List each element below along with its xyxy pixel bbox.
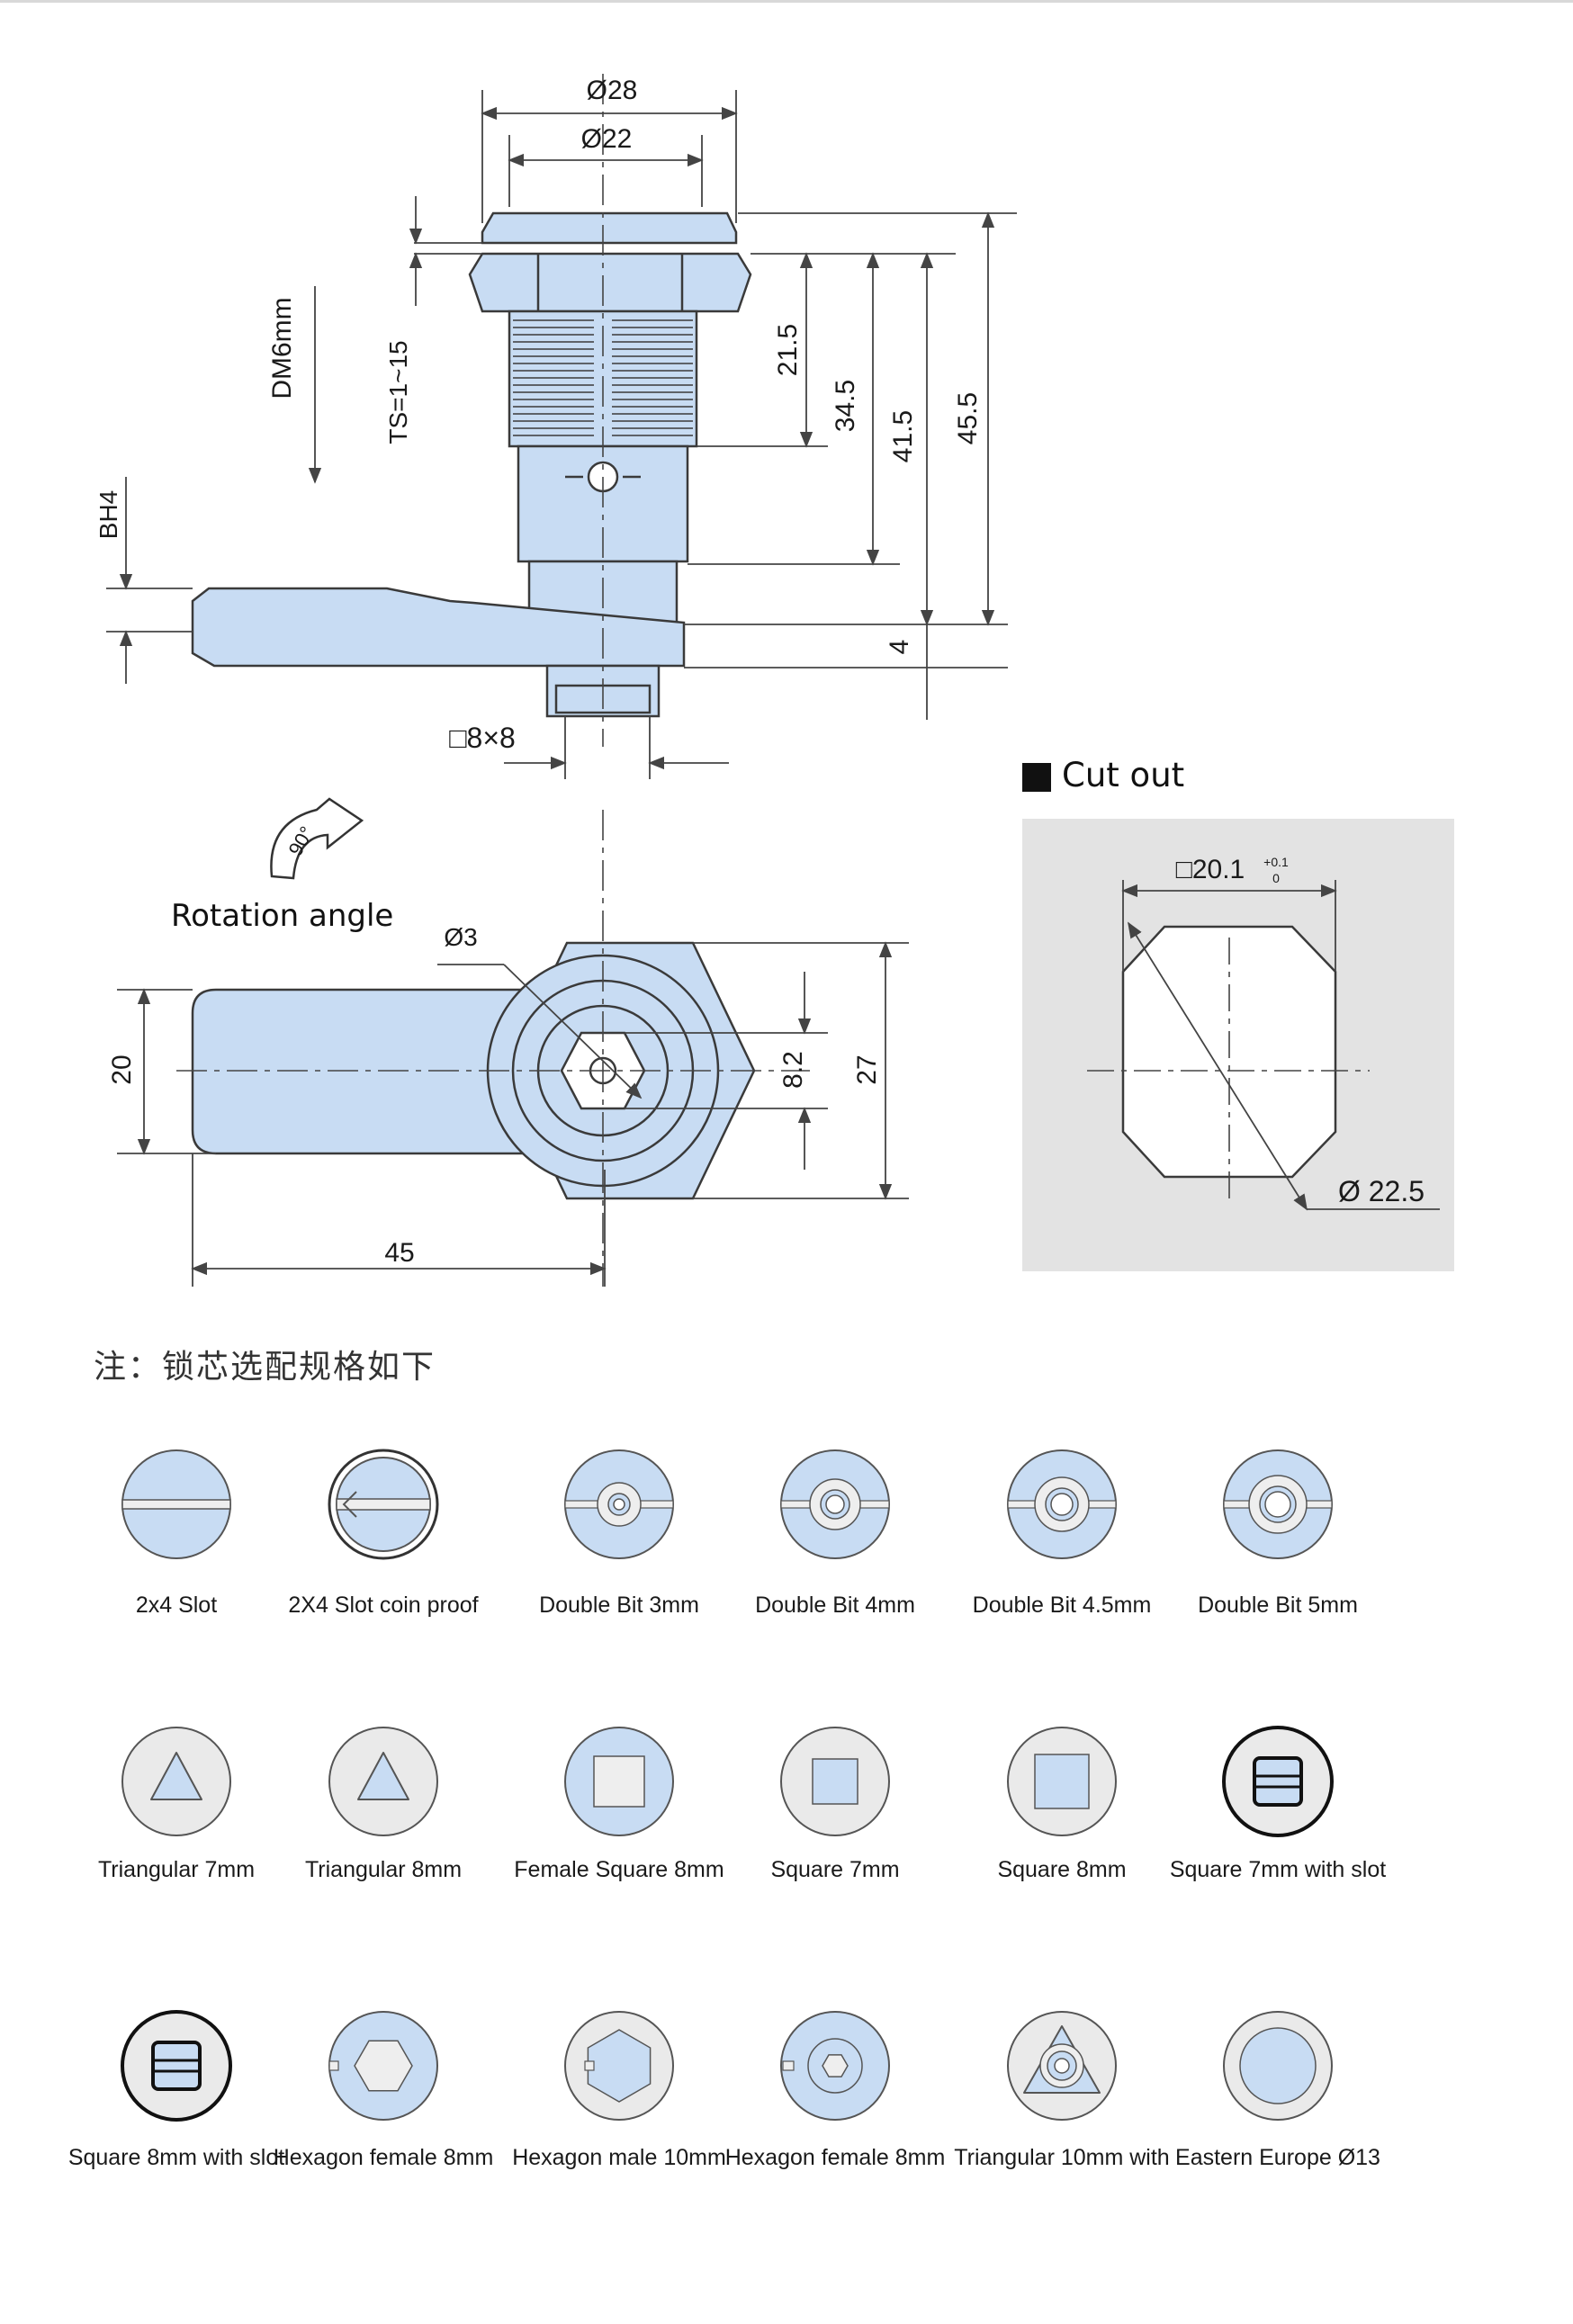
key-option-label: 2X4 Slot coin proof: [288, 1593, 479, 1618]
key-option-label: Hexagon male 10mm: [512, 2145, 726, 2170]
hexagon-female-icon: [328, 2011, 438, 2121]
cutout-tol-down: 0: [1272, 871, 1280, 885]
dim-d28: Ø28: [586, 76, 638, 105]
key-options-note: 注：锁芯选配规格如下: [94, 1349, 436, 1386]
cutout-marker-icon: [1022, 763, 1051, 792]
dim-sq8: □8×8: [449, 722, 516, 754]
key-option-label: Hexagon female 8mm: [724, 2145, 946, 2170]
double-bit-icon: [780, 1449, 890, 1559]
key-option-label: Eastern Europe Ø13: [1175, 2145, 1380, 2170]
dim-21-5: 21.5: [773, 323, 803, 377]
key-option-label: 2x4 Slot: [135, 1593, 218, 1618]
thread-lines: [513, 319, 693, 436]
key-option-label: Square 8mm: [997, 1857, 1127, 1882]
key-option-label: Triangular 8mm: [304, 1857, 463, 1882]
triangle-icon: [121, 1727, 231, 1836]
plain-circle-icon: [1223, 2011, 1333, 2121]
dim-8-2: 8.2: [778, 1051, 808, 1089]
rotation-arrow-icon: [270, 797, 364, 880]
square-slot-icon: [121, 2010, 232, 2122]
female-square-icon: [564, 1727, 674, 1836]
cutout-dim-d: Ø 22.5: [1337, 1175, 1425, 1207]
double-bit-icon: [564, 1449, 674, 1559]
dim-45-5: 45.5: [953, 391, 983, 445]
rotation-angle-label: Rotation angle: [171, 898, 394, 934]
front-dimensions: [117, 941, 909, 1287]
dim-27: 27: [852, 1054, 882, 1085]
key-option-label: Female Square 8mm: [514, 1857, 724, 1882]
key-option-label: Double Bit 4.5mm: [972, 1593, 1152, 1618]
dim-d22: Ø22: [580, 124, 633, 154]
key-option-label: Triangular 10mm with: [954, 2145, 1170, 2170]
key-option-label: Square 8mm with slot: [67, 2145, 285, 2170]
key-option-label: Double Bit 4mm: [755, 1593, 915, 1618]
dim-45: 45: [384, 1238, 415, 1268]
side-dimensions: [106, 90, 1017, 779]
dim-d3: Ø3: [444, 923, 478, 951]
key-option-label: Triangular 7mm: [97, 1857, 256, 1882]
dim-34-5: 34.5: [831, 379, 860, 433]
side-view: [191, 211, 752, 718]
cutout-tol-up: +0.1: [1263, 855, 1289, 869]
key-options-icons: [121, 1449, 1334, 2122]
dim-20: 20: [107, 1054, 137, 1085]
dim-bh4: BH4: [94, 489, 122, 540]
front-view: [191, 941, 756, 1200]
double-bit-icon: [1007, 1449, 1117, 1559]
slot-coin-proof-icon: [328, 1449, 439, 1560]
key-option-label: Square 7mm with slot: [1169, 1857, 1387, 1882]
top-border: [0, 0, 1573, 3]
front-cam-arm: [191, 988, 551, 1155]
double-bit-icon: [1223, 1449, 1333, 1559]
slot-icon: [121, 1449, 231, 1559]
hexagon-male-icon: [564, 2011, 674, 2121]
triangle-ring-icon: [1007, 2011, 1117, 2121]
key-option-label: Hexagon female 8mm: [273, 2145, 494, 2170]
cam-arm: [191, 587, 686, 668]
square-slot-icon: [1222, 1726, 1334, 1837]
square-icon: [780, 1727, 890, 1836]
key-option-label: Square 7mm: [770, 1857, 900, 1882]
triangle-icon: [328, 1727, 438, 1836]
dim-41-5: 41.5: [888, 409, 918, 463]
key-option-label: Double Bit 5mm: [1198, 1593, 1358, 1618]
hexagon-female-small-icon: [780, 2011, 890, 2121]
lock-cap: [481, 211, 738, 245]
front-centerlines: [176, 810, 810, 1287]
cutout-drawing: [1087, 880, 1440, 1211]
key-option-label: Double Bit 3mm: [539, 1593, 699, 1618]
hex-nut: [468, 252, 752, 313]
cutout-title: Cut out: [1062, 756, 1185, 794]
dim-dm6: DM6mm: [267, 297, 297, 399]
dim-ts: TS=1~15: [384, 340, 412, 444]
square-icon: [1007, 1727, 1117, 1836]
cutout-dim-square: □20.1: [1175, 855, 1245, 884]
dim-4: 4: [885, 639, 914, 655]
